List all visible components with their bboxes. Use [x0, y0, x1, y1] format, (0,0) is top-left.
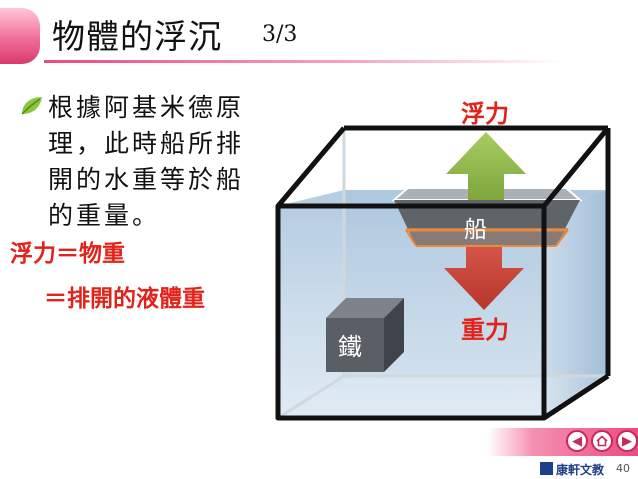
navigation-bar	[488, 428, 638, 456]
leaf-bullet-icon	[21, 97, 42, 115]
formula-equals-displaced-liquid: ＝排開的液體重	[44, 285, 205, 312]
iron-label: 鐵	[338, 333, 362, 361]
page-indicator: 3/3	[262, 22, 298, 47]
home-button[interactable]	[591, 430, 613, 452]
gravity-label: 重力	[461, 315, 509, 344]
gravity-arrow	[444, 242, 524, 310]
page-title: 物體的浮沉	[52, 17, 222, 56]
next-button[interactable]: ▶	[616, 430, 638, 452]
buoyancy-label: 浮力	[461, 99, 509, 128]
iron-block	[326, 298, 404, 372]
arrow-right-icon: ▶	[622, 433, 632, 449]
formula-buoyancy-equals-weight: 浮力＝物重	[10, 240, 125, 267]
boat-label: 船	[464, 217, 487, 243]
paragraph-line-2: 理，此時船所排	[48, 129, 245, 158]
publisher-logo-icon	[540, 462, 553, 475]
page-number: 40	[616, 462, 630, 475]
title-underline	[44, 60, 564, 63]
home-icon	[596, 435, 608, 447]
title-accent-tab	[0, 8, 40, 64]
paragraph-line-1: 根據阿基米德原	[48, 93, 245, 122]
paragraph-line-3: 開的水重等於船	[48, 165, 245, 194]
buoyancy-arrow	[446, 132, 526, 200]
paragraph-line-4: 的重量。	[48, 201, 161, 230]
arrow-left-icon: ◀	[572, 433, 582, 449]
tank-front-edges	[275, 125, 611, 421]
back-button[interactable]: ◀	[566, 430, 588, 452]
publisher-name: 康軒文教	[556, 463, 605, 477]
